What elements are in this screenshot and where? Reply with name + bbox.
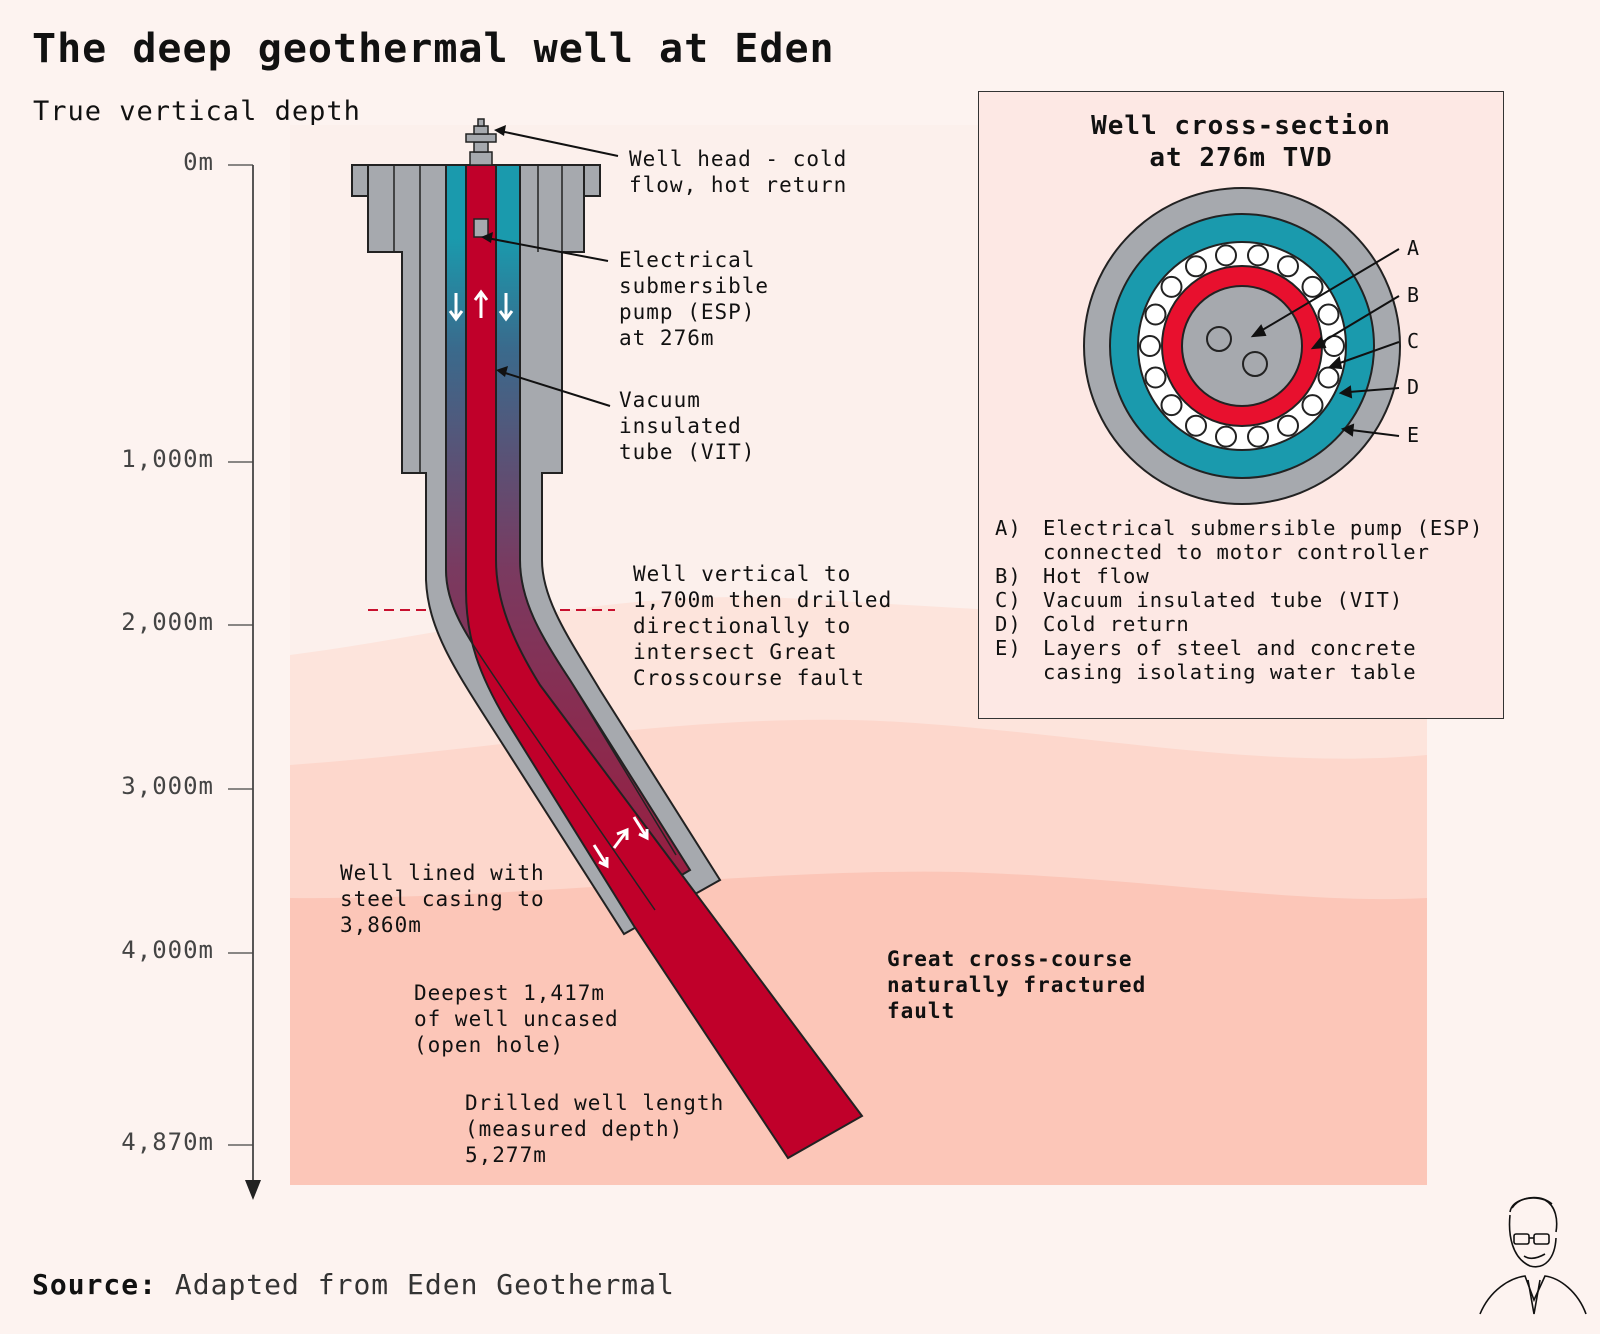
- arrow-down-icon: [632, 816, 649, 841]
- well-head-icon: [465, 118, 497, 166]
- vit-spacer: [1144, 303, 1167, 326]
- arrow-down-icon: [498, 293, 514, 322]
- tick-label-4000: 4,000m: [121, 936, 214, 964]
- legend-key: E): [995, 636, 1022, 660]
- marker-e: E: [1407, 423, 1420, 447]
- legend-item: B) Hot flow: [995, 564, 1495, 588]
- vit-spacer: [1247, 244, 1269, 267]
- vit-spacer: [1277, 414, 1299, 437]
- arrow-up-icon: [473, 289, 489, 318]
- vit-spacer: [1139, 335, 1161, 357]
- vit-spacer: [1215, 244, 1237, 267]
- depth-axis: [228, 164, 261, 1200]
- esp-label: Electrical submersible pump (ESP) at 276…: [619, 248, 770, 350]
- source-label: Source:: [32, 1268, 158, 1301]
- vit-spacer: [1317, 303, 1340, 326]
- source-text: Adapted from Eden Geothermal: [174, 1268, 675, 1301]
- cross-section-legend: A) Electrical submersible pump (ESP) con…: [995, 516, 1495, 684]
- vit-spacer: [1301, 275, 1324, 298]
- source-line: Source: Adapted from Eden Geothermal: [32, 1268, 675, 1301]
- vit-spacer: [1160, 394, 1183, 417]
- uncased-label: Deepest 1,417m of well uncased (open hol…: [414, 981, 619, 1057]
- tick-label-3000: 3,000m: [121, 772, 214, 800]
- vit-spacer: [1185, 414, 1207, 437]
- legend-key: B): [995, 564, 1022, 588]
- legend-key: A): [995, 516, 1022, 540]
- arrow-down-icon: [448, 293, 464, 322]
- well-length-label: Drilled well length (measured depth) 5,2…: [465, 1091, 725, 1167]
- casing-depth-label: Well lined with steel casing to 3,860m: [340, 861, 545, 937]
- vit-spacer: [1277, 255, 1299, 278]
- tick-label-1000: 1,000m: [121, 445, 214, 473]
- vit-spacer: [1185, 255, 1207, 278]
- marker-b: B: [1407, 283, 1420, 307]
- arrow-up-icon: [612, 827, 629, 849]
- hot-flow-tube: [465, 164, 864, 1160]
- depth-axis-label: True vertical depth: [33, 96, 361, 127]
- cross-section-panel: Well cross-section at 276m TVD A B: [978, 91, 1504, 719]
- vit-spacer: [1317, 366, 1340, 389]
- page-title: The deep geothermal well at Eden: [32, 26, 835, 72]
- vit-spacer: [1301, 394, 1324, 417]
- tick-label-4870: 4,870m: [121, 1128, 214, 1156]
- leader-lines: [481, 125, 619, 407]
- marker-c: C: [1407, 329, 1420, 353]
- cross-section-title: Well cross-section at 276m TVD: [1091, 111, 1391, 173]
- vit-spacer: [1144, 366, 1167, 389]
- flow-arrows-top: [448, 289, 514, 322]
- vit-insulation-ring: [1139, 244, 1345, 448]
- vertical-drilling-label: Well vertical to 1,700m then drilled dir…: [633, 562, 893, 690]
- vit-label: Vacuum insulated tube (VIT): [619, 388, 756, 464]
- legend-item: C) Vacuum insulated tube (VIT): [995, 588, 1495, 612]
- legend-item: D) Cold return: [995, 612, 1495, 636]
- vit-spacer: [1215, 425, 1237, 448]
- legend-text: Vacuum insulated tube (VIT): [1043, 588, 1404, 612]
- marker-d: D: [1407, 375, 1420, 399]
- vit-spacer: [1160, 275, 1183, 298]
- legend-key: C): [995, 588, 1022, 612]
- legend-text: Hot flow: [1043, 564, 1150, 588]
- legend-key: D): [995, 612, 1022, 636]
- flow-arrows-bottom: [592, 816, 649, 869]
- esp-pump-icon: [473, 218, 489, 238]
- legend-text: Layers of steel and concrete casing isol…: [1043, 636, 1417, 684]
- tick-label-2000: 2,000m: [121, 608, 214, 636]
- tick-label-0: 0m: [183, 148, 214, 176]
- fault-label: Great cross-course naturally fractured f…: [887, 947, 1147, 1023]
- legend-text: Electrical submersible pump (ESP) connec…: [1043, 516, 1484, 564]
- legend-item: E) Layers of steel and concrete casing i…: [995, 636, 1495, 684]
- author-portrait-icon: [1479, 1196, 1587, 1315]
- legend-item: A) Electrical submersible pump (ESP) con…: [995, 516, 1495, 564]
- arrow-down-icon: [592, 844, 609, 869]
- cross-section-diagram: [1083, 187, 1401, 505]
- vit-spacer: [1247, 425, 1269, 448]
- well-head-label: Well head - cold flow, hot return: [629, 147, 848, 197]
- marker-a: A: [1407, 236, 1420, 260]
- legend-text: Cold return: [1043, 612, 1190, 636]
